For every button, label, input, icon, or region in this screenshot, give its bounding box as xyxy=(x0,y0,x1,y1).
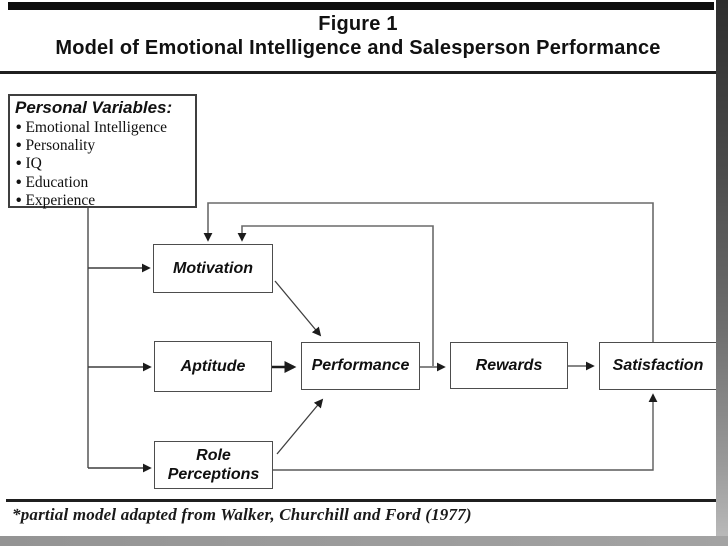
rewards-to-motivation-feedback xyxy=(237,225,434,366)
personal-variables-heading: Personal Variables: xyxy=(15,98,173,117)
satisfaction-label: Satisfaction xyxy=(612,357,704,374)
figure-caption: Model of Emotional Intelligence and Sale… xyxy=(55,37,661,59)
list-item-label: IQ xyxy=(25,155,42,173)
list-item: •Personality xyxy=(15,137,195,155)
top-rule xyxy=(8,2,714,10)
performance-box: Performance xyxy=(301,342,420,390)
footer-divider xyxy=(6,499,716,502)
list-item-label: Experience xyxy=(25,191,96,209)
roleperceptions-to-performance-arrow xyxy=(276,398,324,455)
figure-title: Figure 1 Model of Emotional Intelligence… xyxy=(0,12,716,60)
list-item-label: Education xyxy=(25,173,89,191)
role-perceptions-box: Role Perceptions xyxy=(154,441,273,489)
motivation-label: Motivation xyxy=(173,259,253,277)
aptitude-box: Aptitude xyxy=(154,341,272,392)
personal-variables-list: •Emotional Intelligence •Personality •IQ… xyxy=(15,119,195,210)
motivation-box: Motivation xyxy=(153,244,273,293)
list-item: •Education xyxy=(15,174,195,192)
bullet-glyph: • xyxy=(16,155,22,173)
title-divider xyxy=(0,71,716,74)
roleperceptions-to-satisfaction-arrow xyxy=(273,393,658,471)
satisfaction-box: Satisfaction xyxy=(599,342,717,390)
slide-bottom-edge xyxy=(0,536,728,546)
satisfaction-to-motivation-feedback xyxy=(203,202,654,342)
role-perceptions-label: Role Perceptions xyxy=(167,447,260,483)
rewards-box: Rewards xyxy=(450,342,568,389)
slide-right-edge-shadow xyxy=(716,0,728,546)
list-item: •IQ xyxy=(15,155,195,173)
list-item-label: Personality xyxy=(25,137,96,155)
bullet-glyph: • xyxy=(16,191,22,209)
list-item-label: Emotional Intelligence xyxy=(25,119,168,136)
bullet-glyph: • xyxy=(16,137,22,155)
motivation-to-performance-arrow xyxy=(274,280,322,337)
list-item: •Emotional Intelligence xyxy=(15,119,195,137)
bullet-glyph: • xyxy=(16,173,22,191)
figure-number: Figure 1 xyxy=(318,13,398,35)
footnote-text: *partial model adapted from Walker, Chur… xyxy=(12,505,472,524)
rewards-label: Rewards xyxy=(475,356,543,374)
list-item: •Experience xyxy=(15,192,195,210)
performance-label: Performance xyxy=(311,357,410,374)
aptitude-label: Aptitude xyxy=(180,357,246,375)
bullet-glyph: • xyxy=(16,119,22,136)
personal-variables-box: Personal Variables: •Emotional Intellige… xyxy=(8,94,197,210)
